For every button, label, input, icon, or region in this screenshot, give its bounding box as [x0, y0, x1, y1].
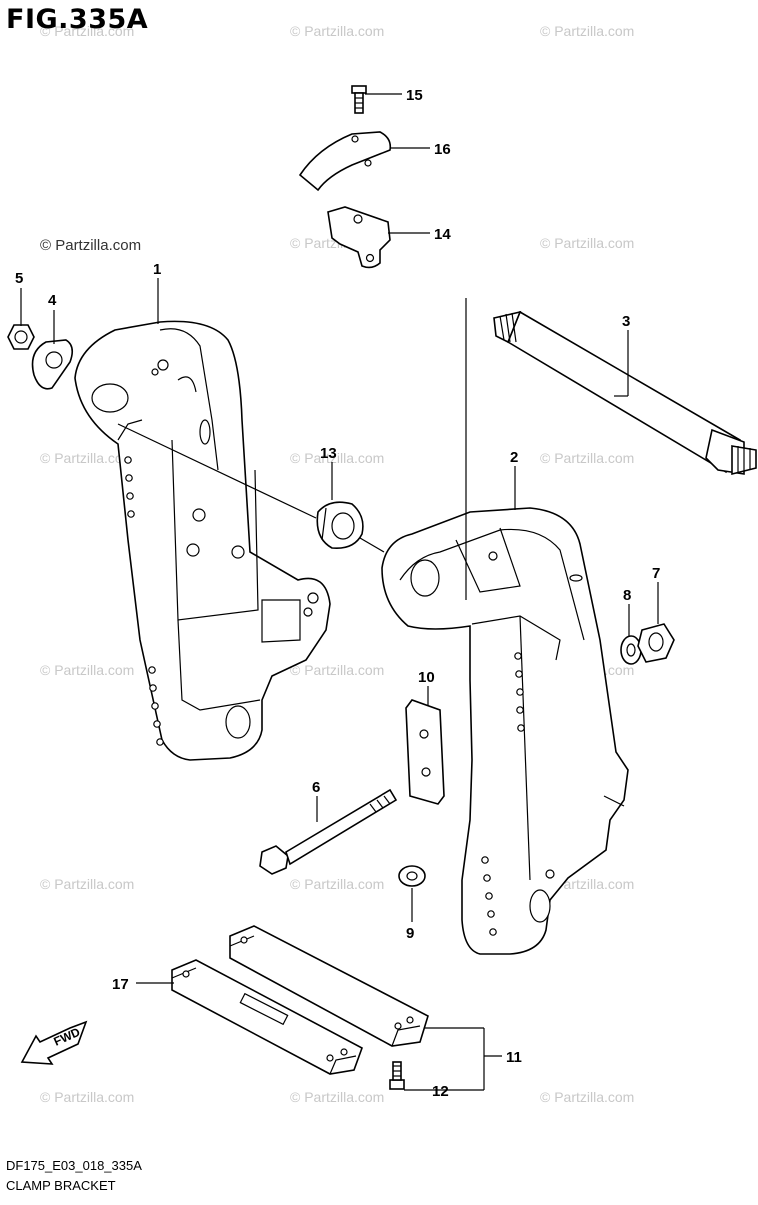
- callout-10: 10: [418, 669, 435, 686]
- part-17-anode: [171, 959, 363, 1075]
- fwd-direction-arrow: FWD: [20, 1020, 88, 1065]
- part-3-tilt-tube: [493, 310, 757, 476]
- part-12-screw: [389, 1061, 405, 1090]
- figure-title: FIG.335A: [6, 4, 149, 35]
- callout-8: 8: [623, 587, 631, 604]
- part-8-washer: [620, 635, 642, 665]
- callout-6: 6: [312, 779, 320, 796]
- callout-14: 14: [434, 226, 451, 243]
- watermark: © Partzilla.com: [540, 1089, 634, 1105]
- part-7-nut: [637, 623, 675, 663]
- leader-lines: [20, 93, 659, 1091]
- watermark: © Partzilla.com: [540, 23, 634, 39]
- part-4-washer: [31, 339, 74, 390]
- watermark-featured: © Partzilla.com: [40, 237, 141, 254]
- watermark: © Partzilla.com: [40, 23, 134, 39]
- part-15-bolt: [351, 85, 367, 114]
- part-14-bracket: [327, 206, 391, 269]
- watermark: © Partzilla.com: [40, 662, 134, 678]
- callout-7: 7: [652, 565, 660, 582]
- figure-name: CLAMP BRACKET: [6, 1178, 116, 1193]
- part-1-clamp-bracket-left: [74, 320, 331, 761]
- figure-code: DF175_E03_018_335A: [6, 1158, 142, 1173]
- callout-1: 1: [153, 261, 161, 278]
- callout-16: 16: [434, 141, 451, 158]
- watermark-layer: © Partzilla.com © Partzilla.com © Partzi…: [40, 23, 634, 1105]
- part-9-washer: [398, 865, 426, 887]
- watermark: © Partzilla.com: [540, 450, 634, 466]
- watermark: © Partzilla.com: [40, 876, 134, 892]
- callout-3: 3: [622, 313, 630, 330]
- part-6-bolt: [259, 788, 398, 875]
- part-5-nut: [7, 324, 35, 350]
- watermark: © Partzilla.com: [290, 1089, 384, 1105]
- callout-12: 12: [432, 1083, 449, 1100]
- callout-2: 2: [510, 449, 518, 466]
- callout-numbers: 15 16 14 5 4 1 3 13 2 7 8 10 6 9 17 11 1…: [15, 87, 660, 1100]
- callout-15: 15: [406, 87, 423, 104]
- part-10-plate: [405, 699, 445, 805]
- watermark: © Partzilla.com: [40, 1089, 134, 1105]
- callout-11: 11: [506, 1049, 522, 1066]
- watermark: © Partzilla.com: [540, 235, 634, 251]
- callout-13: 13: [320, 445, 337, 462]
- part-11-anode: [229, 925, 429, 1047]
- watermark: © Partzilla.com: [40, 450, 134, 466]
- callout-5: 5: [15, 270, 23, 287]
- callout-4: 4: [48, 292, 57, 309]
- watermark: © Partzilla.com: [290, 23, 384, 39]
- part-16-cover: [298, 131, 392, 192]
- watermark: © Partzilla.com: [290, 876, 384, 892]
- callout-17: 17: [112, 976, 129, 993]
- callout-9: 9: [406, 925, 414, 942]
- part-2-clamp-bracket-right: [381, 507, 629, 955]
- watermark: © Partzilla.com: [290, 662, 384, 678]
- part-13-bushing: [316, 501, 364, 550]
- watermark: © Partzilla.com: [290, 450, 384, 466]
